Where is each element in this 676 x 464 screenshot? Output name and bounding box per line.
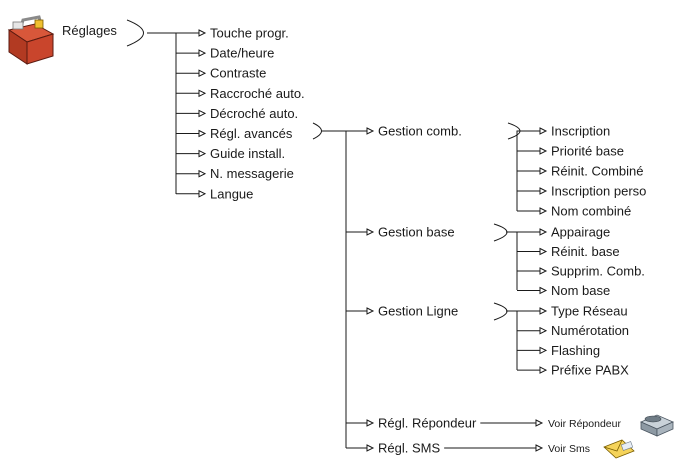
toolbox-icon [7, 15, 55, 65]
gestion-ligne-menu-item: Préfixe PABX [551, 363, 629, 378]
base-connector [506, 231, 518, 290]
gestion-comb-menu-item: Nom combiné [551, 204, 631, 219]
arrow-head [198, 149, 207, 158]
arrow-head [539, 127, 548, 135]
arrow-head [535, 444, 544, 452]
arrow-head [198, 29, 207, 37]
advanced-menu-item: Régl. Répondeur [378, 416, 477, 431]
arrow-head [539, 167, 548, 175]
arrow-head [539, 267, 548, 275]
arrow-head [539, 326, 548, 335]
base-brace [493, 223, 508, 242]
main-menu-item: Touche progr. [210, 26, 289, 41]
main-menu-item: Date/heure [210, 46, 274, 61]
arrow-head [366, 419, 375, 427]
target-label: Voir Répondeur [548, 418, 621, 430]
arrow-head [198, 49, 207, 57]
gestion-ligne-menu-item: Flashing [551, 343, 600, 358]
arrow-head [535, 419, 544, 427]
arrow-head [539, 147, 548, 155]
main-menu-item: Décroché auto. [210, 106, 298, 121]
advanced-menu-item: Gestion Ligne [378, 304, 458, 319]
arrow-head [198, 89, 207, 98]
gestion-ligne-menu-item: Type Réseau [551, 304, 628, 319]
arrow-head [539, 366, 548, 374]
gestion-comb-menu-item: Réinit. Combiné [551, 164, 644, 179]
gestion-comb-menu-item: Inscription [551, 124, 610, 139]
gestion-base-menu-item: Supprim. Comb. [551, 264, 645, 279]
arrow-head [366, 228, 375, 236]
arrow-head [539, 228, 548, 236]
gestion-base-menu-item: Appairage [551, 225, 610, 240]
arrow-head [539, 346, 548, 355]
arrow-head [539, 307, 548, 315]
menu-items-group: Touche progr. Date/heureContrasteRaccroch… [176, 26, 646, 456]
arrow-head [539, 187, 548, 195]
arrow-head [539, 286, 548, 295]
sms-envelope-icon [603, 439, 635, 459]
arrow-head [198, 189, 207, 198]
arrow-head [198, 129, 207, 138]
ligne-brace [493, 302, 508, 321]
ligne-connector [506, 310, 518, 370]
arrow-head [539, 207, 548, 215]
gestion-base-menu-item: Nom base [551, 283, 610, 298]
root-connector [147, 32, 177, 194]
main-menu-item: Guide install. [210, 146, 285, 161]
avances-brace [312, 122, 322, 140]
arrow-head [366, 127, 375, 135]
arrow-head [366, 307, 375, 315]
advanced-menu-item: Gestion comb. [378, 124, 462, 139]
main-menu-item: Régl. avancés [210, 126, 293, 141]
arrow-head [198, 69, 207, 78]
gestion-comb-menu-item: Inscription perso [551, 184, 646, 199]
advanced-menu-item: Gestion base [378, 225, 455, 240]
target-label: Voir Sms [548, 443, 590, 455]
arrow-head [539, 247, 548, 256]
answering-machine-icon [640, 414, 674, 437]
main-menu-item: Raccroché auto. [210, 86, 305, 101]
arrow-head [198, 169, 207, 178]
arrow-head [198, 109, 207, 118]
gestion-base-menu-item: Réinit. base [551, 244, 620, 259]
avances-connector [322, 130, 347, 448]
main-menu-item: Langue [210, 186, 253, 201]
advanced-menu-item: Régl. SMS [378, 441, 440, 456]
gestion-ligne-menu-item: Numérotation [551, 323, 629, 338]
root-label: Réglages [62, 23, 117, 38]
root-brace [126, 19, 144, 47]
gestion-comb-menu-item: Priorité base [551, 144, 624, 159]
arrow-head [366, 444, 375, 452]
main-menu-item: N. messagerie [210, 166, 294, 181]
main-menu-item: Contraste [210, 66, 266, 81]
